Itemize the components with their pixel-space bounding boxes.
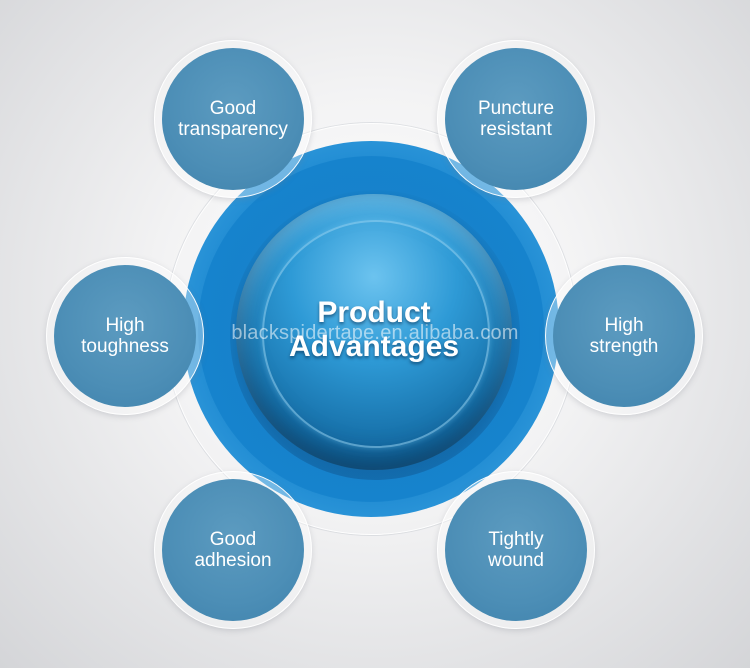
- node-label-line2: adhesion: [194, 550, 272, 571]
- node-tightly-wound: Tightly wound: [437, 471, 595, 629]
- node-label-line2: transparency: [178, 119, 288, 140]
- node-label-line1: High: [604, 315, 644, 336]
- node-label-line2: toughness: [81, 336, 169, 357]
- center-title: Product Advantages: [236, 296, 512, 364]
- node-circle: High strength: [553, 265, 695, 407]
- node-circle: Good transparency: [162, 48, 304, 190]
- node-label-line1: High: [105, 315, 145, 336]
- center-title-line1: Product: [317, 296, 431, 329]
- node-puncture-resistant: Puncture resistant: [437, 40, 595, 198]
- node-circle: High toughness: [54, 265, 196, 407]
- watermark-text: blackspidertape.en.alibaba.com: [231, 322, 519, 344]
- node-circle: Good adhesion: [162, 479, 304, 621]
- node-label-line2: resistant: [480, 119, 552, 140]
- node-high-toughness: High toughness: [46, 257, 204, 415]
- node-circle: Tightly wound: [445, 479, 587, 621]
- node-good-adhesion: Good adhesion: [154, 471, 312, 629]
- node-label-line1: Good: [209, 529, 257, 550]
- node-label-line2: strength: [589, 336, 659, 357]
- node-high-strength: High strength: [545, 257, 703, 415]
- center-inner-ring: [262, 220, 490, 448]
- node-label-line1: Puncture: [477, 98, 555, 119]
- node-label-line1: Good: [209, 98, 257, 119]
- node-good-transparency: Good transparency: [154, 40, 312, 198]
- node-label-line2: wound: [488, 550, 544, 571]
- node-label-line1: Tightly: [488, 529, 544, 550]
- center-title-line2: Advantages: [288, 330, 460, 363]
- node-circle: Puncture resistant: [445, 48, 587, 190]
